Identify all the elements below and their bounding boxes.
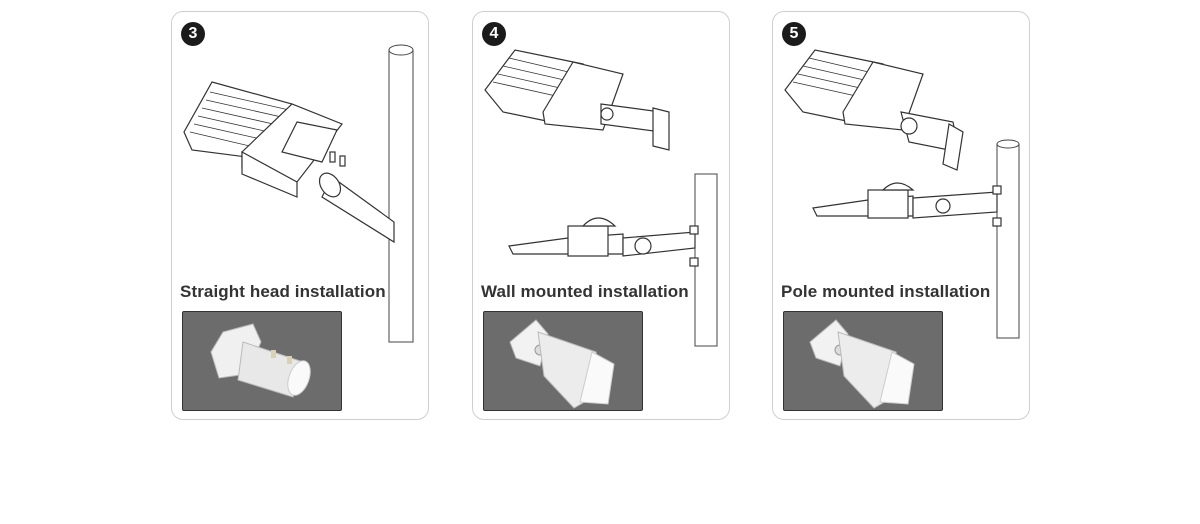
step-number-badge: 4: [482, 22, 506, 46]
bracket-photo: [182, 311, 342, 411]
pole-mount-drawing: [784, 49, 1020, 339]
step-card-pole: 5 Pole mounted installation: [772, 11, 1030, 420]
step-caption: Straight head installation: [180, 282, 386, 301]
straight-head-drawing: [183, 44, 414, 343]
step-caption: Pole mounted installation: [781, 282, 991, 301]
step-card-straight: 3 Straight head installation: [171, 11, 429, 420]
bracket-photo: [783, 311, 943, 411]
step-number-badge: 5: [782, 22, 806, 46]
step-number-badge: 3: [181, 22, 205, 46]
bracket-photo: [483, 311, 643, 411]
step-caption: Wall mounted installation: [481, 282, 689, 301]
step-card-wall: 4 Wall mounted installation: [472, 11, 730, 420]
wall-mount-drawing: [484, 49, 718, 347]
